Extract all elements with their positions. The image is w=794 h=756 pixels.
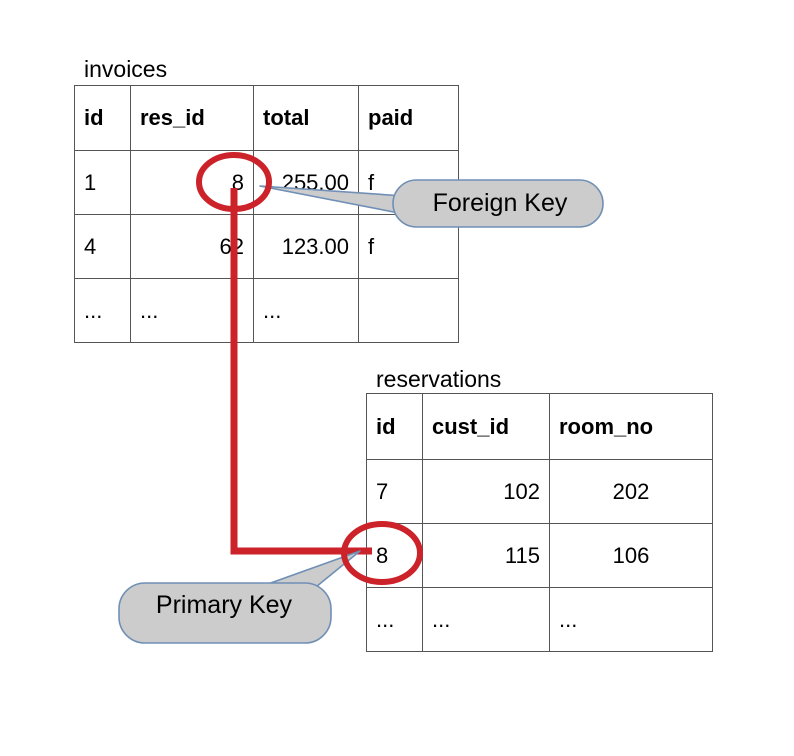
invoices-r0-total: 255.00: [253, 150, 359, 215]
invoices-col-paid: paid: [358, 85, 459, 151]
table-row: 8 115 106: [366, 523, 713, 588]
invoices-r1-total: 123.00: [253, 214, 359, 279]
invoices-r2-paid: [358, 278, 459, 343]
invoices-col-id: id: [74, 85, 131, 151]
invoices-r1-id: 4: [74, 214, 131, 279]
invoices-r0-res-id: 8: [130, 150, 254, 215]
invoices-col-res-id: res_id: [130, 85, 254, 151]
invoices-r0-id: 1: [74, 150, 131, 215]
invoices-table-title: invoices: [84, 56, 168, 82]
invoices-r1-paid: f: [358, 214, 459, 279]
reservations-table-title: reservations: [376, 366, 502, 392]
table-row: 4 62 123.00 f: [74, 214, 459, 279]
invoices-r2-total: ...: [253, 278, 359, 343]
invoices-table: id res_id total paid 1 8 255.00 f 4 62 1…: [74, 85, 459, 343]
reservations-col-id: id: [366, 393, 423, 460]
primary-key-callout-label: Primary Key: [155, 591, 293, 619]
invoices-r2-res-id: ...: [130, 278, 254, 343]
reservations-r0-cust-id: 102: [422, 459, 550, 524]
table-row: ... ... ...: [366, 587, 713, 652]
reservations-header-row: id cust_id room_no: [366, 393, 713, 460]
reservations-r2-cust-id: ...: [422, 587, 550, 652]
invoices-col-total: total: [253, 85, 359, 151]
table-row: 1 8 255.00 f: [74, 150, 459, 215]
reservations-r2-id: ...: [366, 587, 423, 652]
reservations-r0-id: 7: [366, 459, 423, 524]
reservations-table: id cust_id room_no 7 102 202 8 115 106 .…: [366, 393, 713, 652]
table-row: 7 102 202: [366, 459, 713, 524]
reservations-r1-id: 8: [366, 523, 423, 588]
invoices-r2-id: ...: [74, 278, 131, 343]
reservations-r0-room-no: 202: [549, 459, 713, 524]
reservations-col-room-no: room_no: [549, 393, 713, 460]
foreign-key-callout-label: Foreign Key: [432, 189, 568, 217]
invoices-r1-res-id: 62: [130, 214, 254, 279]
invoices-header-row: id res_id total paid: [74, 85, 459, 151]
table-row: ... ... ...: [74, 278, 459, 343]
reservations-col-cust-id: cust_id: [422, 393, 550, 460]
reservations-r1-room-no: 106: [549, 523, 713, 588]
reservations-r1-cust-id: 115: [422, 523, 550, 588]
reservations-r2-room-no: ...: [549, 587, 713, 652]
